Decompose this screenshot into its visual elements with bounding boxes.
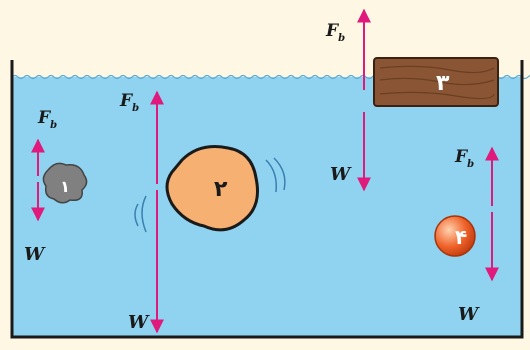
object-3: ۳ Fb W — [325, 8, 499, 192]
wood-block — [373, 57, 499, 107]
object-4-fb-label: Fb — [454, 147, 474, 170]
motion-lines-right — [265, 157, 286, 193]
object-2-w-label: W — [128, 312, 150, 333]
object-3-label: ۳ — [436, 71, 450, 96]
object-4-w-label: W — [458, 304, 480, 325]
object-1: ۱ Fb W — [24, 108, 88, 265]
rock-2-shape — [165, 145, 259, 232]
object-3-fb-label: Fb — [325, 21, 345, 44]
object-2: ۲ Fb W — [119, 90, 286, 334]
ball-4 — [434, 215, 476, 257]
object-4: ۴ Fb W — [434, 146, 499, 325]
object-1-fb-label: Fb — [37, 108, 57, 131]
wood-grain — [379, 65, 495, 100]
rock-1-shape — [42, 162, 88, 204]
motion-lines-left — [134, 195, 147, 233]
tank-outline — [10, 60, 524, 339]
object-2-label: ۲ — [214, 177, 228, 202]
water — [12, 77, 522, 337]
object-3-w-label: W — [330, 164, 352, 185]
object-4-label: ۴ — [455, 225, 467, 249]
object-2-fb-label: Fb — [119, 91, 139, 114]
object-1-label: ۱ — [60, 177, 70, 196]
object-1-w-label: W — [24, 244, 46, 265]
